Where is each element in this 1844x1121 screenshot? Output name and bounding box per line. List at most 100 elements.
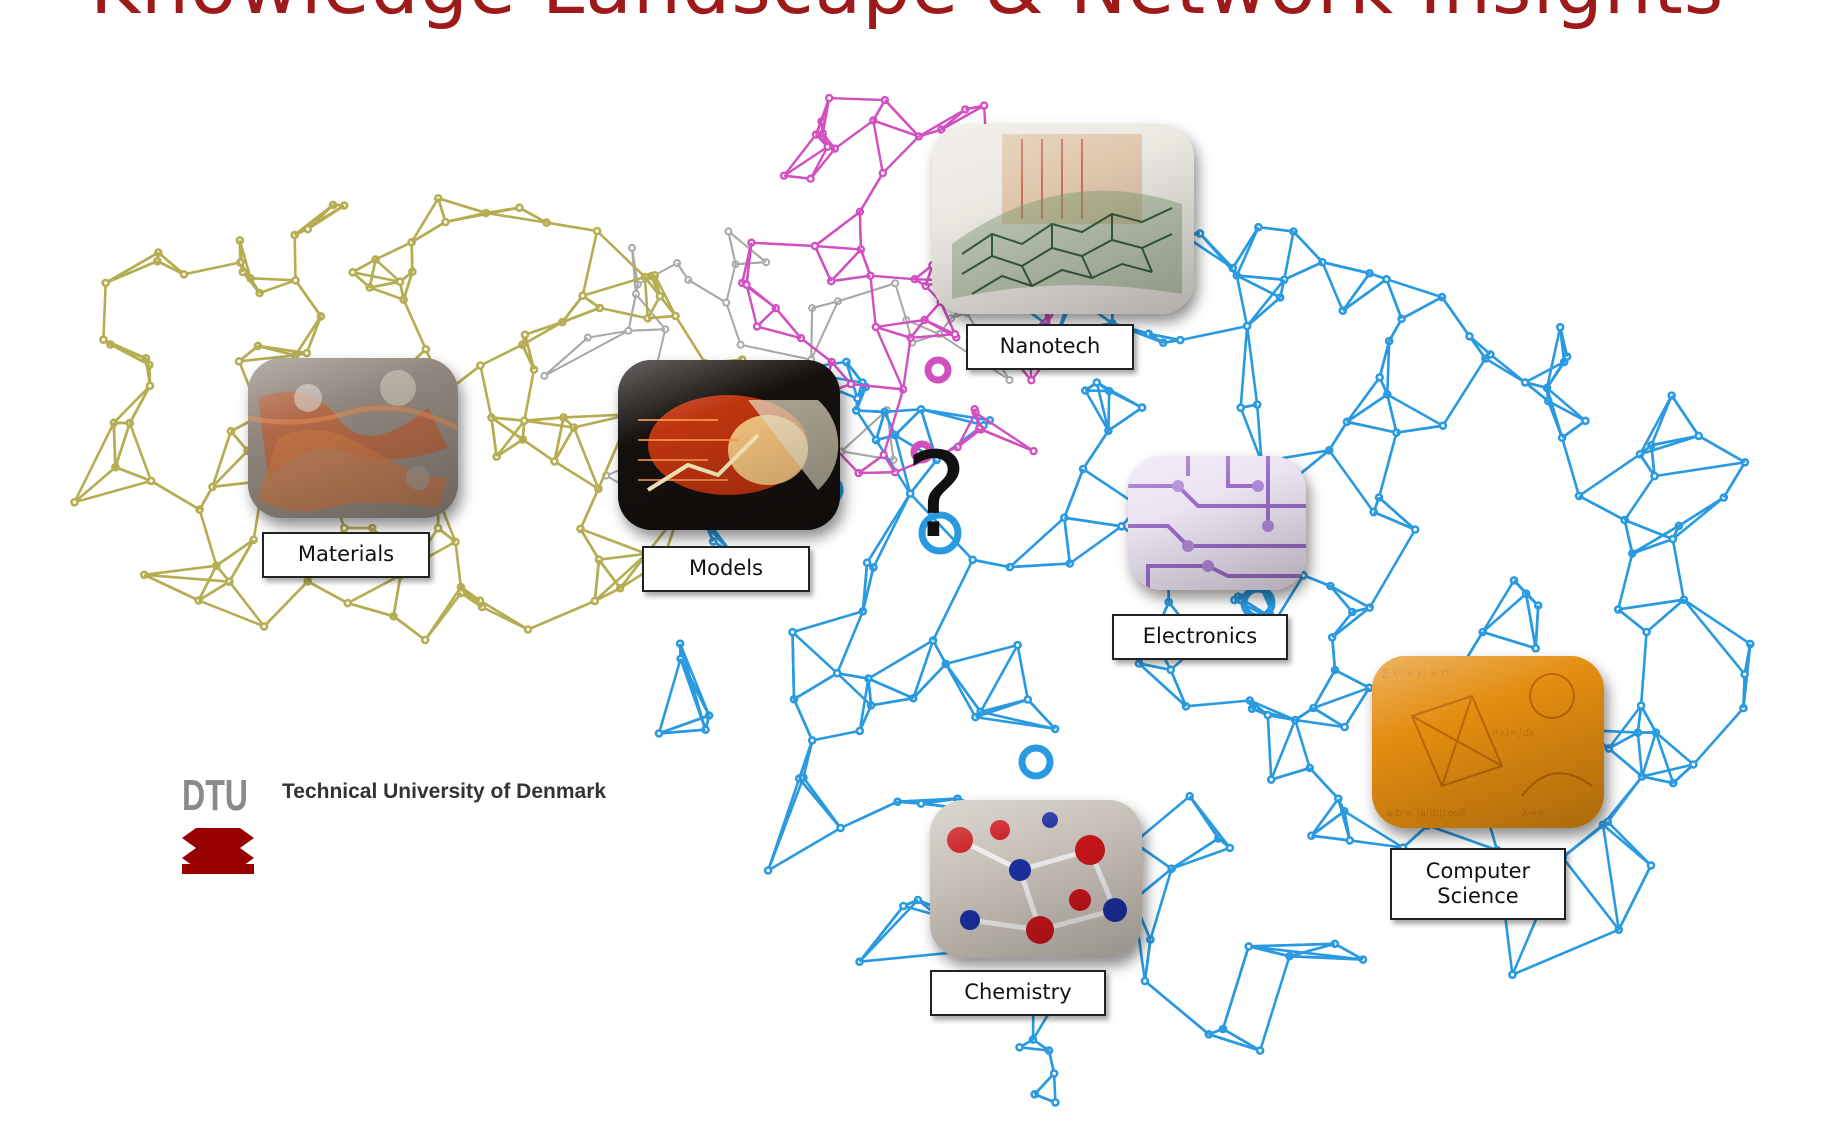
network-edge	[875, 325, 912, 339]
network-edge	[1063, 517, 1072, 564]
network-edge	[250, 277, 296, 282]
network-edge	[975, 715, 1056, 731]
network-node	[1092, 378, 1102, 387]
network-edge	[867, 677, 914, 700]
network-edge	[1063, 468, 1085, 519]
network-edge	[593, 559, 601, 602]
network-edge	[1331, 606, 1371, 639]
network-edge	[1343, 810, 1404, 849]
network-edge	[793, 672, 838, 701]
network-node	[724, 227, 733, 236]
network-edge	[1321, 261, 1344, 312]
network-edge	[437, 197, 487, 215]
network-edge	[105, 251, 159, 285]
network-edge	[1185, 699, 1250, 708]
network-edge	[1546, 386, 1587, 422]
network-edge	[1651, 434, 1699, 447]
network-edge	[861, 562, 869, 612]
network-edge	[1328, 449, 1375, 513]
network-edge	[1107, 406, 1143, 432]
network-edge	[884, 408, 922, 414]
network-edge	[543, 329, 629, 377]
svg-text:a·b = |a||b|cosθ: a·b = |a||b|cosθ	[1386, 808, 1465, 819]
network-edge	[1008, 516, 1066, 569]
network-node	[1642, 627, 1651, 637]
network-node	[825, 93, 834, 103]
network-edge	[767, 826, 842, 872]
network-edge	[1107, 390, 1111, 431]
network-edge	[813, 245, 833, 282]
network-edge	[1617, 608, 1648, 634]
network-edge	[410, 242, 414, 272]
network-edge	[1082, 429, 1110, 470]
network-edge	[424, 586, 462, 641]
network-node	[1176, 335, 1185, 345]
network-edge	[1069, 525, 1123, 565]
network-edge	[979, 644, 1019, 713]
network-node	[1345, 836, 1355, 845]
network-edge	[1396, 424, 1444, 434]
network-edge	[918, 108, 966, 138]
network-node	[871, 322, 880, 332]
network-edge	[766, 777, 805, 871]
network-edge	[859, 248, 872, 277]
network-edge	[1481, 579, 1516, 633]
network-node	[736, 340, 745, 349]
network-node	[1236, 403, 1245, 413]
network-edge	[975, 698, 1029, 719]
network-edge	[1208, 1033, 1261, 1052]
network-edge	[882, 389, 905, 456]
network-edge	[150, 479, 201, 511]
network-node	[1410, 525, 1420, 534]
network-edge	[797, 739, 814, 779]
network-edge	[855, 409, 878, 441]
network-edge	[1258, 225, 1294, 233]
network-edge	[1346, 420, 1397, 434]
network-edge	[1266, 715, 1273, 780]
network-node	[950, 330, 960, 339]
network-node	[302, 348, 312, 358]
network-edge	[1310, 810, 1346, 837]
network-edge	[402, 271, 414, 300]
network-edge	[931, 639, 947, 665]
network-edge	[1144, 980, 1210, 1036]
network-edge	[1170, 837, 1220, 870]
network-edge	[368, 259, 377, 288]
network-edge	[1236, 274, 1285, 281]
network-edge	[628, 328, 666, 332]
network-edge	[1312, 686, 1370, 710]
network-edge	[894, 408, 922, 437]
network-node	[291, 275, 300, 285]
network-edge	[579, 528, 601, 561]
network-edge	[490, 416, 524, 441]
network-node	[807, 736, 817, 745]
hub-node	[1018, 744, 1054, 780]
network-edge	[369, 280, 401, 289]
network-edge	[840, 409, 888, 453]
network-edge	[1329, 585, 1354, 613]
network-edge	[347, 574, 402, 605]
network-node	[1340, 722, 1349, 732]
network-node	[395, 277, 405, 287]
network-edge	[1330, 637, 1337, 671]
network-node	[788, 627, 797, 637]
network-node	[1668, 534, 1678, 544]
network-edge	[1386, 341, 1391, 395]
network-edge	[1641, 775, 1674, 785]
question-mark-symbol: ?	[905, 426, 968, 564]
network-edge	[1033, 1072, 1056, 1096]
network-node	[433, 523, 443, 533]
network-edge	[1245, 325, 1259, 405]
topic-label-chemistry: Chemistry	[930, 970, 1106, 1016]
network-edge	[1239, 407, 1263, 463]
network-edge	[1188, 795, 1231, 849]
network-edge	[198, 509, 218, 567]
svg-text:λ→∞: λ→∞	[1522, 808, 1545, 819]
network-edge	[1722, 461, 1747, 499]
network-edge	[1617, 864, 1653, 931]
network-edge	[211, 449, 249, 488]
network-node	[348, 267, 358, 277]
network-edge	[1095, 382, 1110, 432]
network-node	[1694, 431, 1703, 441]
